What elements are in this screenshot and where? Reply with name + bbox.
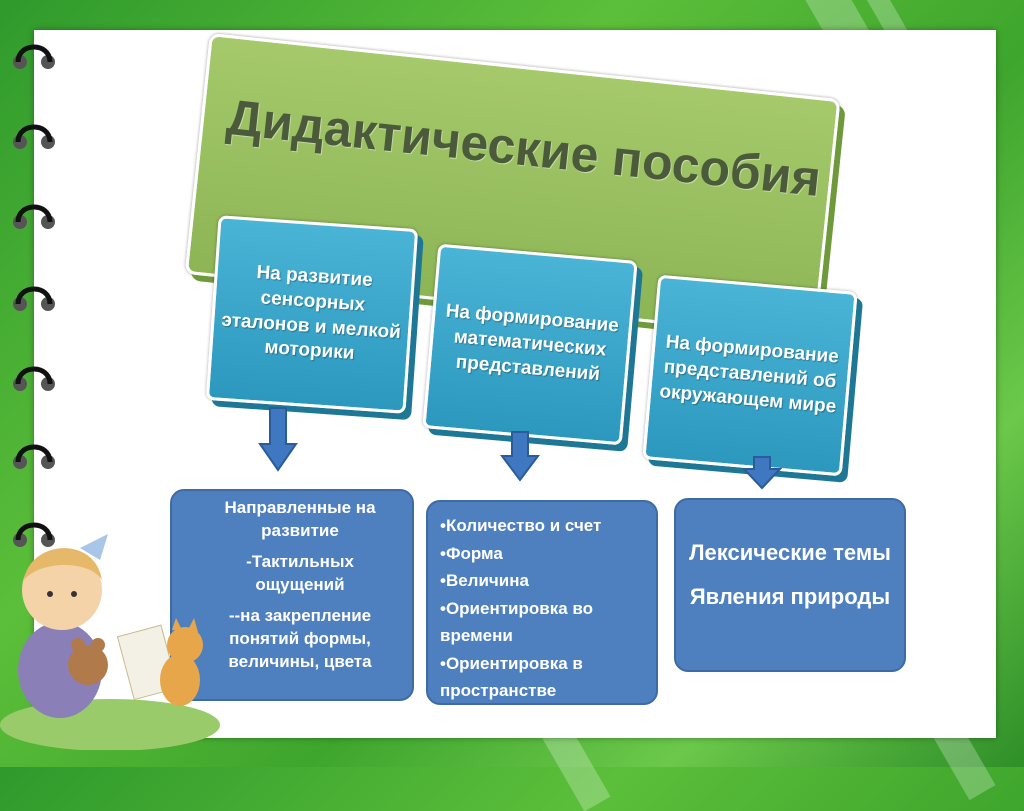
down-arrow-icon — [258, 407, 298, 472]
list-item: •Ориентировка в пространстве — [440, 653, 583, 701]
detail-box-sensory: Направленные на развитие -Тактильных ощу… — [170, 489, 414, 701]
down-arrow-icon — [500, 431, 540, 482]
category-label: На развитие сенсорных эталонов и мелкой … — [220, 262, 402, 365]
spiral-ring-icon — [13, 444, 55, 469]
category-box-world: На формирование представлений об окружаю… — [642, 274, 858, 477]
spiral-ring-icon — [13, 522, 55, 547]
list-item: •Форма — [440, 543, 503, 563]
list-item: •Ориентировка во времени — [440, 598, 594, 646]
detail-box-math: •Количество и счет •Форма •Величина •Ори… — [426, 500, 658, 705]
detail-heading: Направленные на развитие — [224, 498, 376, 540]
spiral-ring-icon — [13, 366, 55, 391]
child-with-teddy-bear-illustration — [0, 534, 220, 750]
category-box-sensory: На развитие сенсорных эталонов и мелкой … — [205, 215, 419, 414]
slide: { "title": "Дидактические пособия", "cat… — [0, 0, 1024, 767]
detail-box-world: Лексические темы Явления природы — [674, 498, 906, 672]
spiral-ring-icon — [13, 286, 55, 311]
category-box-math: На формирование математических представл… — [422, 243, 638, 446]
spiral-ring-icon — [13, 204, 55, 229]
spiral-ring-icon — [13, 124, 55, 149]
category-label: На формирование представлений об окружаю… — [658, 332, 840, 418]
list-item: •Количество и счет — [440, 516, 602, 535]
down-arrow-icon — [742, 456, 782, 490]
spiral-ring-icon — [13, 44, 55, 69]
detail-line: Явления природы — [689, 583, 891, 609]
detail-line: --на закрепление понятий формы, величины… — [228, 605, 372, 671]
detail-line: Лексические темы — [689, 540, 891, 565]
category-label: На формирование математических представл… — [444, 301, 620, 386]
list-item: •Величина — [440, 571, 529, 591]
detail-line: -Тактильных ощущений — [246, 551, 354, 594]
